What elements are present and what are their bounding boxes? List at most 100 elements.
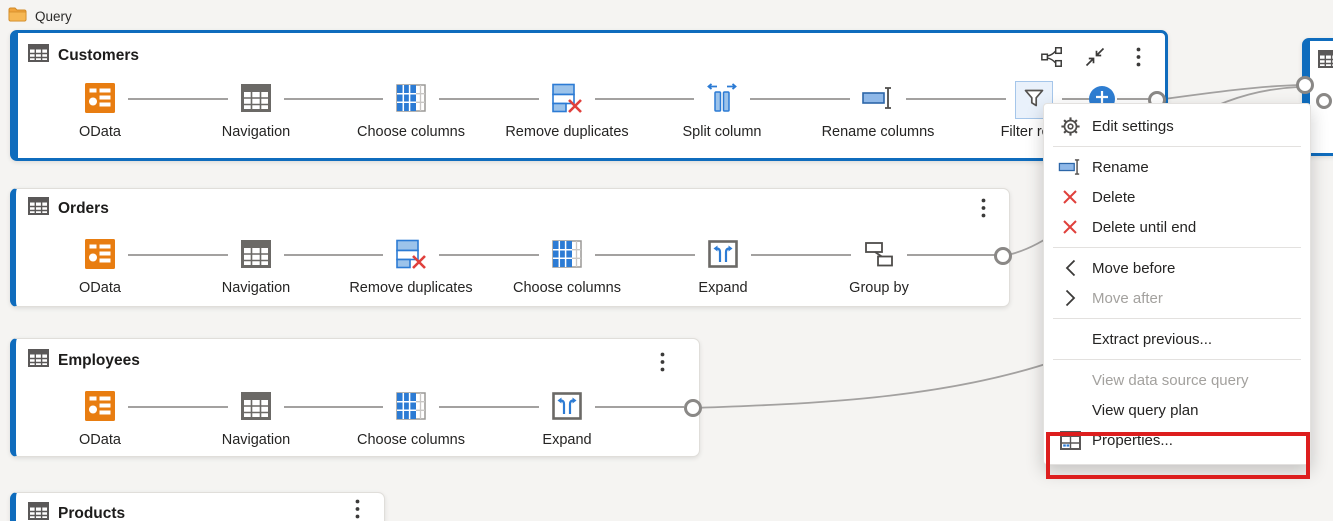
step-connector xyxy=(907,254,995,256)
properties-icon xyxy=(1058,430,1082,450)
step-connector xyxy=(128,254,228,256)
step-expand[interactable]: Expand xyxy=(487,388,647,448)
expand-icon xyxy=(708,239,738,273)
step-connector xyxy=(128,406,228,408)
gear-icon xyxy=(1058,116,1082,137)
step-ring-partial xyxy=(1316,93,1332,109)
output-port-orders xyxy=(994,247,1012,265)
plus-icon xyxy=(1095,90,1109,109)
menu-item-move-before[interactable]: Move before xyxy=(1044,253,1310,283)
step-connector xyxy=(284,254,383,256)
step-connector xyxy=(751,254,851,256)
more-icon[interactable] xyxy=(345,497,369,521)
chevron-right-icon xyxy=(1058,289,1082,307)
query-card-customers[interactable] xyxy=(10,30,1168,161)
step-choose-columns[interactable]: Choose columns xyxy=(487,236,647,296)
more-icon[interactable] xyxy=(1126,45,1150,69)
breadcrumb[interactable]: Query xyxy=(8,7,72,25)
menu-item-delete[interactable]: Delete xyxy=(1044,182,1310,212)
rename-columns-icon xyxy=(861,84,895,117)
query-card-orders-actions xyxy=(971,196,995,220)
collapse-icon[interactable] xyxy=(1083,45,1107,69)
step-connector xyxy=(595,98,694,100)
menu-item-delete-until-end[interactable]: Delete until end xyxy=(1044,212,1310,242)
menu-divider xyxy=(1053,146,1301,147)
query-card-products-actions xyxy=(345,497,369,521)
more-icon[interactable] xyxy=(971,196,995,220)
input-port-partial xyxy=(1296,76,1314,94)
step-connector xyxy=(750,98,850,100)
query-card-products-header: Products xyxy=(28,502,125,521)
chevron-left-icon xyxy=(1058,259,1082,277)
step-navigation[interactable]: Navigation xyxy=(176,388,336,448)
step-context-menu: Edit settings Rename Delete Delete until… xyxy=(1043,103,1311,465)
remove-duplicates-icon xyxy=(551,83,583,118)
navigation-table-icon xyxy=(241,239,271,273)
menu-item-view-data-source-query: View data source query xyxy=(1092,371,1249,389)
step-connector xyxy=(128,98,228,100)
odata-icon xyxy=(85,82,115,118)
expand-icon xyxy=(552,391,582,425)
query-card-employees-header: Employees xyxy=(28,349,140,372)
menu-item-view-query-plan[interactable]: View query plan xyxy=(1092,401,1199,419)
step-remove-duplicates[interactable]: Remove duplicates xyxy=(331,236,491,296)
step-odata[interactable]: OData xyxy=(20,236,180,296)
rename-icon xyxy=(1058,157,1082,177)
split-column-icon xyxy=(705,82,739,118)
more-icon[interactable] xyxy=(650,350,674,374)
step-group-by[interactable]: Group by xyxy=(799,236,959,296)
related-queries-icon[interactable] xyxy=(1040,45,1064,69)
query-card-products[interactable] xyxy=(10,492,385,521)
step-connector xyxy=(284,406,383,408)
step-odata[interactable]: OData xyxy=(20,388,180,448)
odata-icon xyxy=(85,390,115,426)
menu-item-extract-previous[interactable]: Extract previous... xyxy=(1092,330,1213,348)
choose-columns-icon xyxy=(552,239,582,273)
delete-icon xyxy=(1058,219,1082,235)
table-icon xyxy=(28,502,49,521)
menu-item-properties[interactable]: Properties... xyxy=(1044,425,1310,455)
navigation-table-icon xyxy=(241,391,271,425)
step-remove-duplicates[interactable]: Remove duplicates xyxy=(487,80,647,140)
remove-duplicates-icon xyxy=(395,239,427,274)
query-card-orders[interactable] xyxy=(10,188,1010,307)
step-navigation[interactable]: Navigation xyxy=(176,236,336,296)
query-card-customers-header: Customers xyxy=(28,44,139,67)
output-port-employees xyxy=(684,399,702,417)
menu-item-move-after: Move after xyxy=(1044,283,1310,313)
navigation-table-icon xyxy=(241,83,271,117)
table-icon xyxy=(28,197,49,220)
odata-icon xyxy=(85,238,115,274)
query-card-employees[interactable] xyxy=(10,338,700,457)
table-icon xyxy=(1318,50,1333,73)
step-odata[interactable]: OData xyxy=(20,80,180,140)
step-navigation[interactable]: Navigation xyxy=(176,80,336,140)
step-rename-columns[interactable]: Rename columns xyxy=(798,80,958,140)
choose-columns-icon xyxy=(396,83,426,117)
step-split-column[interactable]: Split column xyxy=(642,80,802,140)
query-card-partial-header xyxy=(1318,50,1333,73)
menu-divider xyxy=(1053,359,1301,360)
breadcrumb-label: Query xyxy=(35,8,72,24)
query-title: Products xyxy=(58,504,126,521)
menu-item-edit-settings[interactable]: Edit settings xyxy=(1044,111,1310,141)
table-icon xyxy=(28,44,49,67)
step-connector xyxy=(595,406,684,408)
query-title: Customers xyxy=(58,46,139,64)
step-connector xyxy=(284,98,383,100)
step-connector xyxy=(1062,98,1092,100)
query-card-employees-actions xyxy=(650,350,674,374)
choose-columns-icon xyxy=(396,391,426,425)
step-connector xyxy=(439,254,539,256)
step-choose-columns[interactable]: Choose columns xyxy=(331,80,491,140)
folder-icon xyxy=(8,7,27,25)
query-title: Orders xyxy=(58,199,109,217)
query-card-customers-actions xyxy=(1040,45,1150,69)
step-expand[interactable]: Expand xyxy=(643,236,803,296)
step-connector xyxy=(1117,98,1151,100)
table-icon xyxy=(28,349,49,372)
menu-item-rename[interactable]: Rename xyxy=(1044,152,1310,182)
menu-divider xyxy=(1053,318,1301,319)
step-choose-columns[interactable]: Choose columns xyxy=(331,388,491,448)
